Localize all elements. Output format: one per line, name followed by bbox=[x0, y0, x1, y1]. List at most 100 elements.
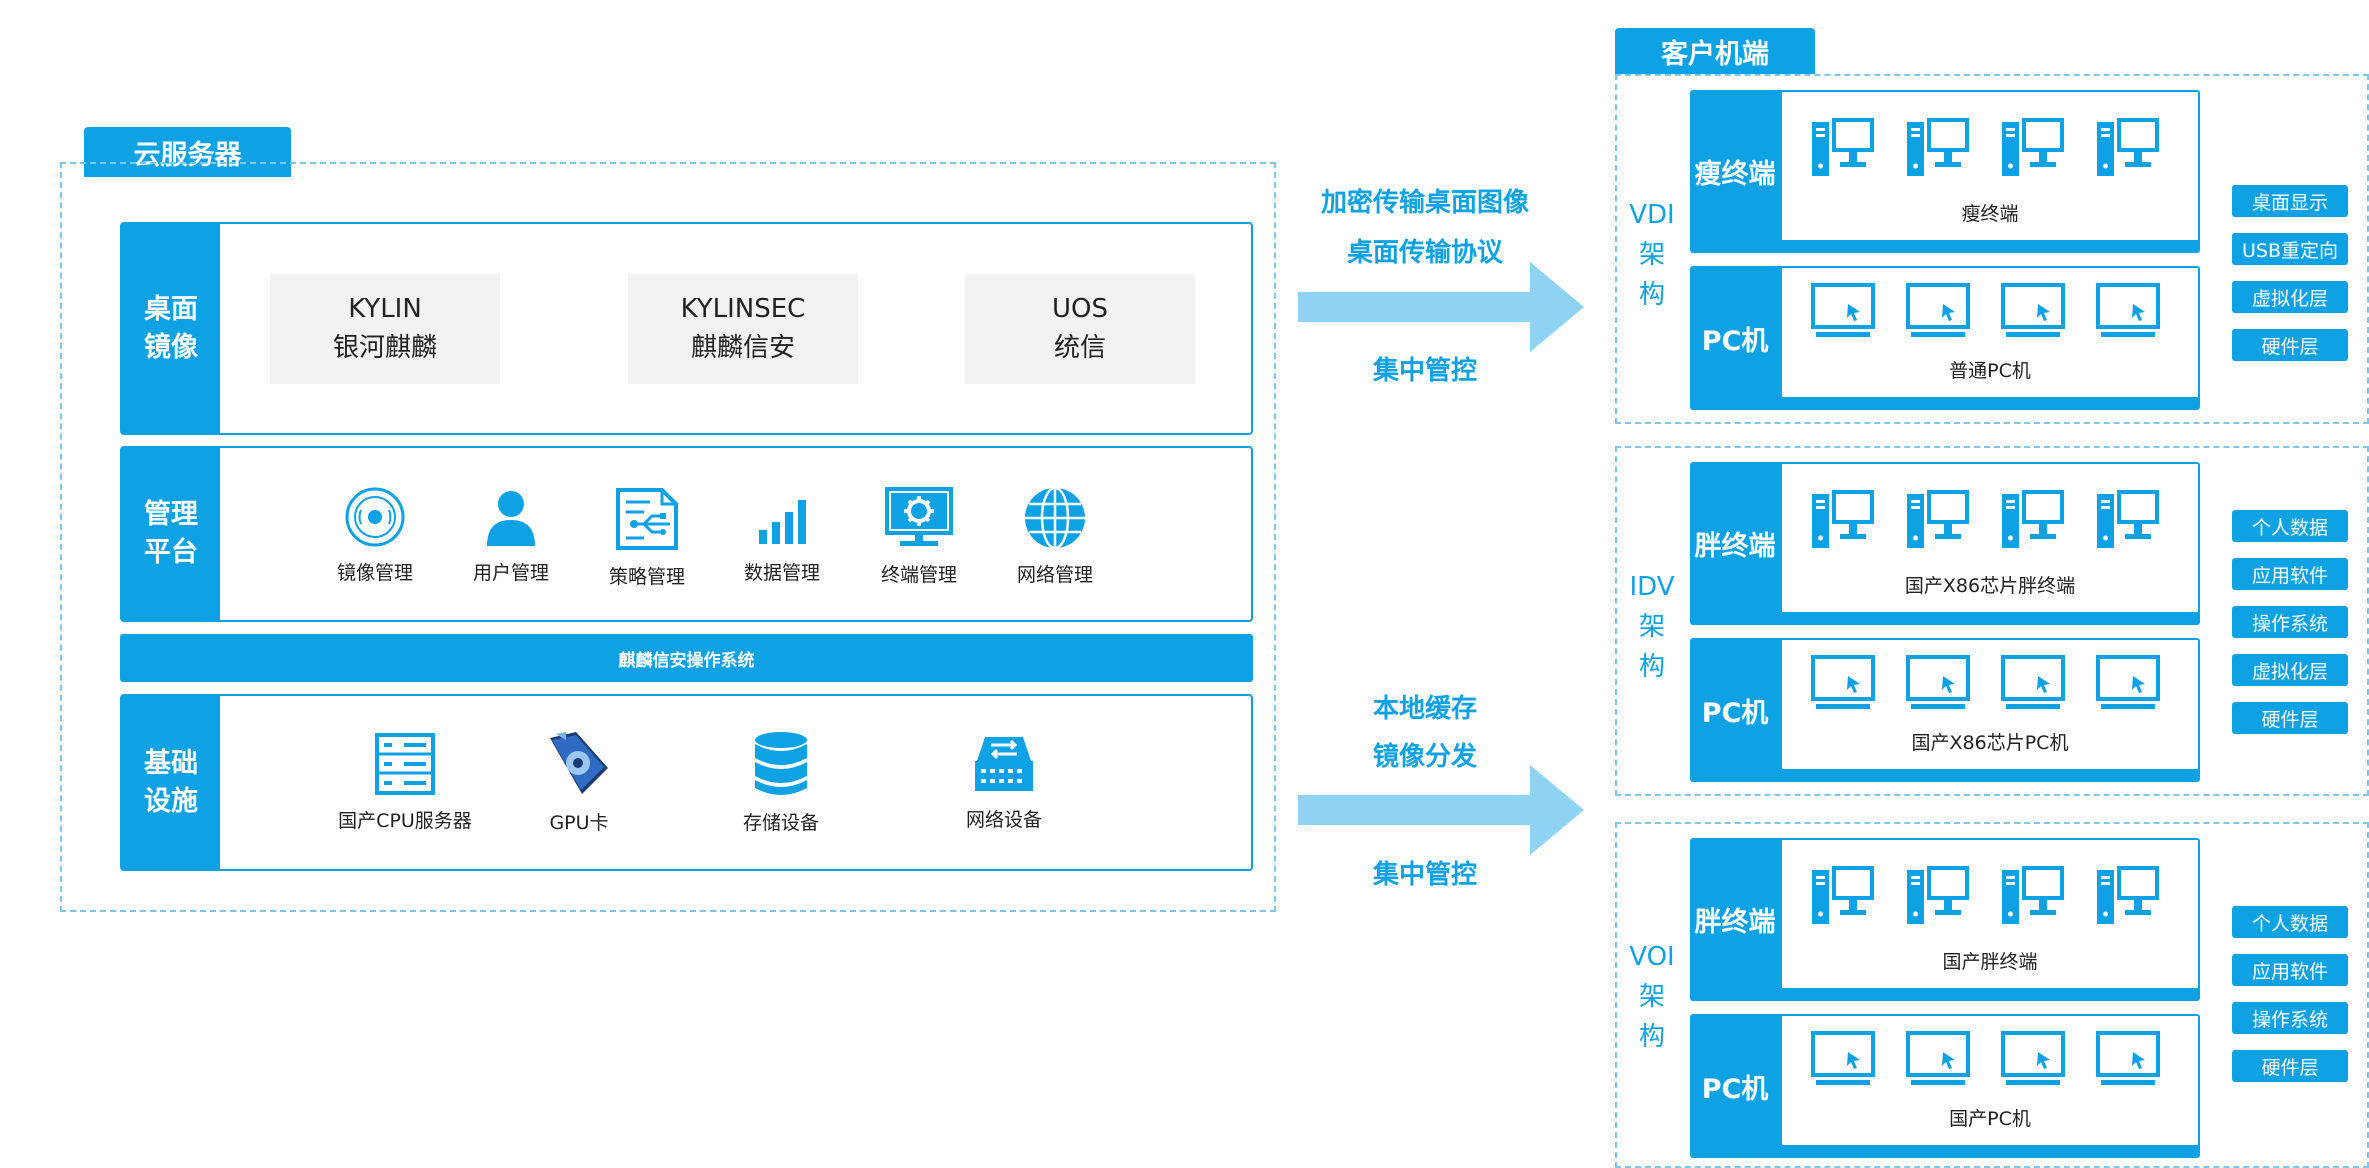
monitor-icon bbox=[2095, 1030, 2161, 1092]
monitor-icon bbox=[1810, 1030, 1876, 1092]
server-rack-icon bbox=[375, 733, 435, 795]
client-row-name: 胖终端 bbox=[1694, 907, 1776, 938]
tool-label: 数据管理 bbox=[743, 562, 820, 584]
layer-tag: 硬件层 bbox=[2232, 1050, 2348, 1082]
os-card-kylin: KYLIN 银河麒麟 bbox=[270, 274, 500, 384]
monitor-icon bbox=[1905, 282, 1971, 344]
layer-tag: 虚拟化层 bbox=[2232, 654, 2348, 686]
globe-icon bbox=[1025, 486, 1085, 550]
layer-tag: 应用软件 bbox=[2232, 954, 2348, 986]
tool-label: 终端管理 bbox=[880, 564, 957, 586]
kylinsec-os-bar: 麒麟信安操作系统 bbox=[120, 634, 1253, 682]
tool-label: 策略管理 bbox=[608, 566, 685, 588]
device-caption: 国产PC机 bbox=[1949, 1108, 2031, 1130]
management-platform-label: 管理平台 bbox=[122, 448, 220, 620]
desktop-computer-icon bbox=[1905, 864, 1971, 930]
voi-pc-row: PC机 国产PC机 bbox=[1690, 1014, 2200, 1158]
os-card-name: KYLIN bbox=[348, 294, 422, 324]
device-panel: 国产X86芯片PC机 bbox=[1782, 640, 2198, 769]
layer-tag: 个人数据 bbox=[2232, 510, 2348, 542]
infrastructure-row: 基础设施 bbox=[120, 694, 1253, 871]
desktop-computer-icon bbox=[2000, 864, 2066, 930]
infra-gpu-card: GPU卡 bbox=[524, 730, 634, 835]
os-card-vendor: 银河麒麟 bbox=[332, 333, 437, 363]
bar-chart-icon bbox=[759, 500, 806, 544]
layer-tag: 硬件层 bbox=[2232, 329, 2348, 361]
layer-tag: 应用软件 bbox=[2232, 558, 2348, 590]
transfer-label-encrypted: 加密传输桌面图像 bbox=[1320, 188, 1529, 218]
idv-fat-client-row: 胖终端 国产X86芯片胖终端 bbox=[1690, 462, 2200, 625]
client-row-name: PC机 bbox=[1701, 325, 1769, 357]
centralized-control-label-top: 集中管控 bbox=[1372, 356, 1477, 386]
transfer-label-protocol: 桌面传输协议 bbox=[1346, 238, 1503, 268]
tool-terminal-management: 终端管理 bbox=[864, 486, 974, 587]
monitor-icon bbox=[1810, 282, 1876, 344]
bottom-arrow bbox=[1298, 765, 1584, 855]
layer-tag: 虚拟化层 bbox=[2232, 281, 2348, 313]
database-icon bbox=[755, 732, 807, 795]
layer-tag: 操作系统 bbox=[2232, 606, 2348, 638]
monitor-icon bbox=[2095, 282, 2161, 344]
vdi-group-frame bbox=[1615, 74, 2369, 424]
monitor-icon bbox=[1810, 654, 1876, 716]
layer-tag: 硬件层 bbox=[2232, 702, 2348, 734]
tool-policy-management: 策略管理 bbox=[592, 486, 702, 589]
cloud-server-title: 云服务器 bbox=[84, 127, 291, 177]
cloud-server-frame bbox=[60, 162, 1276, 912]
os-card-vendor: 统信 bbox=[1053, 333, 1106, 363]
device-panel: 国产PC机 bbox=[1782, 1016, 2198, 1145]
client-row-name: 胖终端 bbox=[1694, 531, 1776, 562]
desktop-computer-icon bbox=[2000, 488, 2066, 554]
os-card-kylinsec: KYLINSEC 麒麟信安 bbox=[628, 274, 858, 384]
local-cache-label: 本地缓存 bbox=[1372, 694, 1477, 724]
client-row-name: 瘦终端 bbox=[1694, 159, 1776, 190]
centralized-control-label-bottom: 集中管控 bbox=[1372, 860, 1477, 890]
voi-fat-client-row: 胖终端 国产胖终端 bbox=[1690, 838, 2200, 1001]
device-panel: 国产X86芯片胖终端 bbox=[1782, 464, 2198, 612]
layer-tag: 个人数据 bbox=[2232, 906, 2348, 938]
network-switch-icon bbox=[975, 737, 1033, 791]
infra-label: 网络设备 bbox=[965, 809, 1042, 831]
infrastructure-label: 基础设施 bbox=[122, 696, 220, 869]
voi-group-frame bbox=[1615, 822, 2369, 1168]
device-panel: 普通PC机 bbox=[1782, 268, 2198, 397]
desktop-image-label: 桌面镜像 bbox=[122, 224, 220, 433]
monitor-icon bbox=[2095, 654, 2161, 716]
tool-data-management: 数据管理 bbox=[727, 486, 837, 585]
os-card-name: UOS bbox=[1052, 294, 1108, 324]
vdi-thin-client-row: 瘦终端 瘦终端 bbox=[1690, 90, 2200, 253]
image-distribution-label: 镜像分发 bbox=[1372, 742, 1477, 772]
tool-label: 镜像管理 bbox=[336, 562, 413, 584]
monitor-icon bbox=[1905, 654, 1971, 716]
device-caption: 国产X86芯片胖终端 bbox=[1904, 575, 2076, 597]
device-caption: 普通PC机 bbox=[1949, 360, 2031, 382]
vdi-pc-row: PC机 普通PC机 bbox=[1690, 266, 2200, 410]
layer-tag: 桌面显示 bbox=[2232, 185, 2348, 217]
layer-tag: 操作系统 bbox=[2232, 1002, 2348, 1034]
infra-storage: 存储设备 bbox=[726, 730, 836, 835]
desktop-computer-icon bbox=[1810, 864, 1876, 930]
os-card-uos: UOS 统信 bbox=[965, 274, 1195, 384]
gpu-card-icon bbox=[550, 732, 608, 794]
desktop-computer-icon bbox=[1905, 488, 1971, 554]
infra-label: 存储设备 bbox=[742, 812, 819, 834]
desktop-computer-icon bbox=[1810, 488, 1876, 554]
os-card-vendor: 麒麟信安 bbox=[690, 333, 795, 363]
infra-label: 国产CPU服务器 bbox=[338, 810, 472, 832]
client-row-name: PC机 bbox=[1701, 697, 1769, 729]
policy-document-icon bbox=[616, 488, 678, 550]
monitor-icon bbox=[2000, 1030, 2066, 1092]
desktop-computer-icon bbox=[2095, 116, 2161, 182]
top-arrow bbox=[1298, 262, 1584, 352]
desktop-computer-icon bbox=[2000, 116, 2066, 182]
monitor-icon bbox=[2000, 654, 2066, 716]
monitor-icon bbox=[2000, 282, 2066, 344]
device-panel: 国产胖终端 bbox=[1782, 840, 2198, 988]
tool-image-management: 镜像管理 bbox=[320, 486, 430, 585]
device-panel: 瘦终端 bbox=[1782, 92, 2198, 240]
device-caption: 瘦终端 bbox=[1961, 203, 2019, 225]
tool-user-management: 用户管理 bbox=[456, 486, 566, 585]
device-caption: 国产胖终端 bbox=[1942, 951, 2038, 973]
